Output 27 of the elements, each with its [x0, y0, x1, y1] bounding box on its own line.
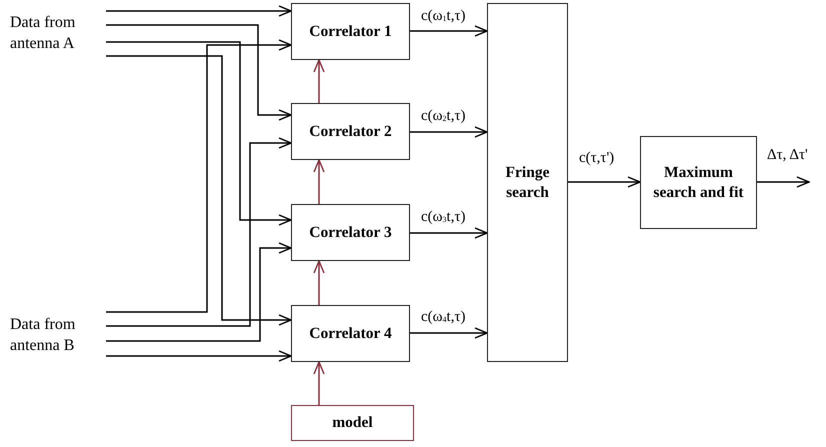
process-box: Maximum search and fit [640, 136, 757, 229]
arrow [106, 5, 292, 17]
arrow [106, 41, 292, 226]
arrow [106, 350, 292, 362]
process-box: Correlator 4 [291, 305, 410, 362]
edge-label: Δτ, Δτ' [766, 147, 809, 164]
arrow [313, 260, 325, 305]
model-box: model [291, 405, 414, 441]
process-box: Fringe search [487, 3, 568, 362]
arrow [313, 59, 325, 103]
arrow [568, 176, 641, 188]
arrow [313, 361, 325, 405]
source-label: Data from antenna B [10, 310, 106, 362]
arrow [313, 159, 325, 204]
edge-label: c(τ,τ') [578, 150, 616, 166]
arrow [106, 137, 292, 327]
arrow [410, 126, 488, 138]
process-box: Correlator 2 [291, 103, 410, 160]
process-box: Correlator 3 [291, 204, 410, 261]
arrow [410, 327, 488, 339]
process-box: Correlator 1 [291, 3, 410, 60]
arrow [106, 242, 292, 342]
arrow [106, 24, 292, 121]
arrow [410, 227, 488, 239]
source-label: Data from antenna A [10, 8, 106, 60]
arrow [410, 25, 488, 37]
arrow [757, 176, 810, 188]
